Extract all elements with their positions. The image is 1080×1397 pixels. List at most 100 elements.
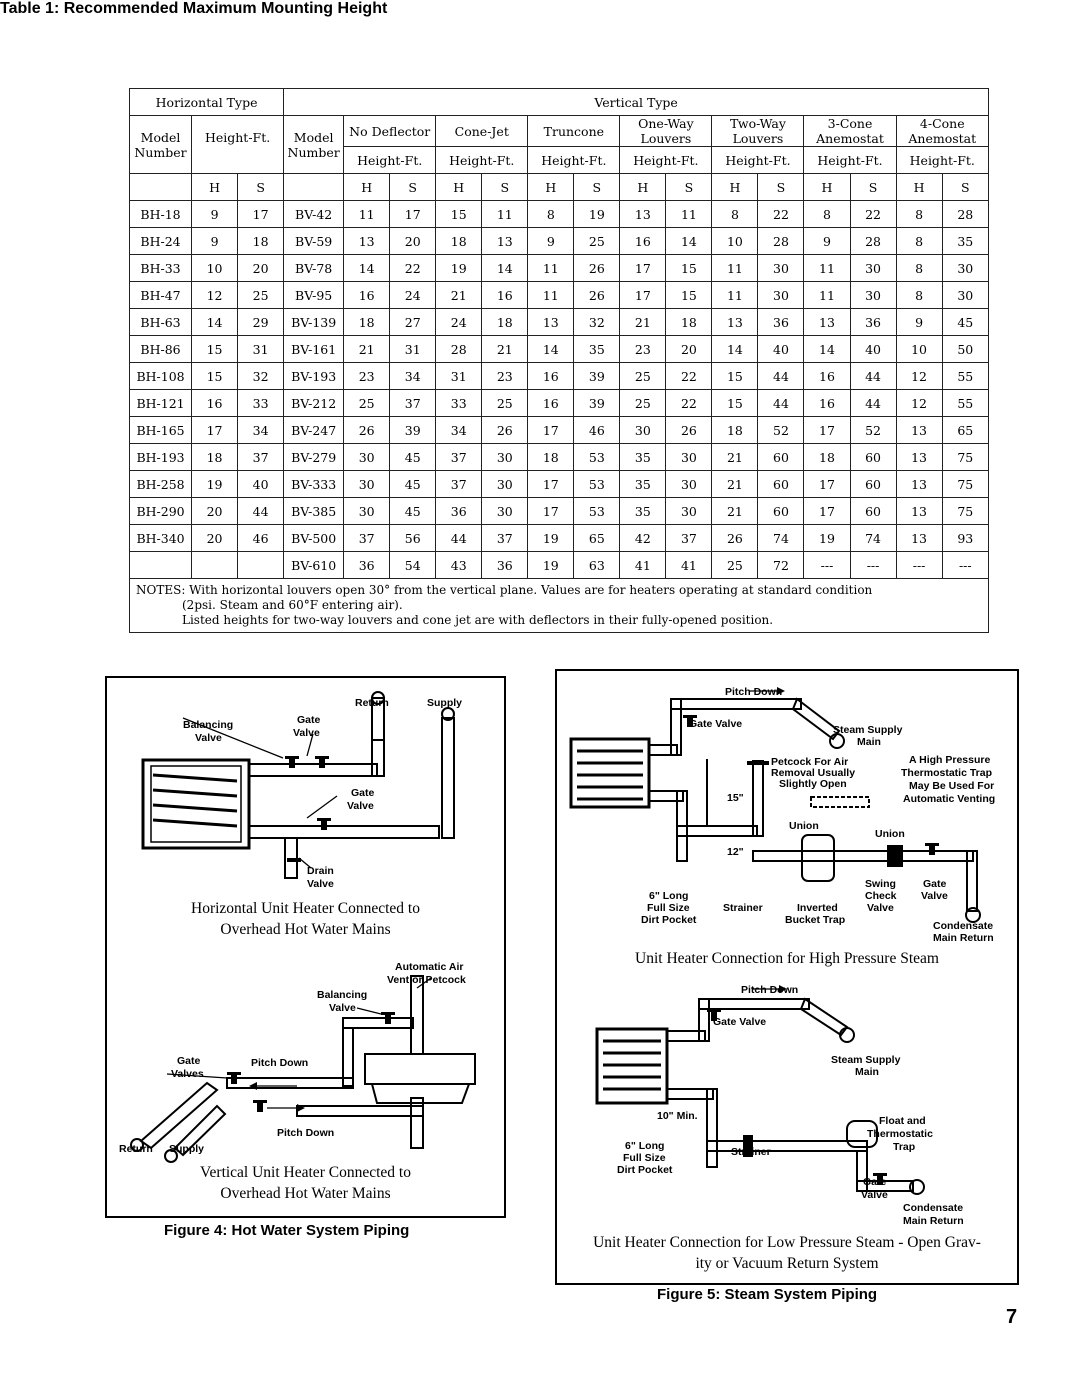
table-cell: 30	[757, 254, 805, 282]
table-cell: 60	[849, 497, 897, 525]
table-cell: 20	[389, 227, 437, 255]
gate2-label: Gate	[351, 787, 375, 799]
steam-main-label: Main	[857, 736, 881, 748]
table-cell: 37	[665, 524, 713, 552]
vertical-caption: Vertical Unit Heater Connected to Overhe…	[200, 1164, 411, 1202]
table-cell: 60	[849, 470, 897, 498]
table-cell: 45	[389, 443, 437, 471]
bucket-trap-label: Inverted	[797, 902, 838, 914]
table-cell: 21	[711, 443, 759, 471]
drain-label: Drain	[307, 865, 334, 877]
pitch-down-label: Pitch Down	[725, 686, 782, 698]
table-cell: 55	[941, 389, 990, 417]
table-cell: 17	[619, 254, 667, 282]
s-header: S	[941, 173, 990, 201]
table-cell: 26	[711, 524, 759, 552]
swing-check-label-2: Check	[865, 890, 897, 902]
table-cell: 17	[619, 281, 667, 309]
table-cell: BV-279	[283, 443, 345, 471]
height-ft-header: Height-Ft.	[803, 146, 897, 174]
table-cell: 37	[237, 443, 285, 471]
strainer-label: Strainer	[723, 902, 763, 914]
table-cell: 75	[941, 497, 990, 525]
table-cell: 35	[573, 335, 621, 363]
h-header: H	[711, 173, 759, 201]
dirt-pocket-label-6: Dirt Pocket	[617, 1164, 673, 1176]
table-cell: 37	[389, 389, 437, 417]
gate-valve-icon	[285, 756, 331, 862]
union-label: Union	[789, 820, 819, 832]
table-cell: 44	[849, 362, 897, 390]
table-cell: 14	[665, 227, 713, 255]
gate2-label-2: Valve	[347, 800, 374, 812]
table-cell: 18	[343, 308, 391, 336]
table-cell: BH-33	[128, 254, 193, 282]
high-pressure-caption: Unit Heater Connection for High Pressure…	[635, 950, 939, 967]
figure4-title: Figure 4: Hot Water System Piping	[164, 1222, 410, 1239]
table-cell: 11	[803, 281, 851, 309]
table-cell: BH-121	[128, 389, 193, 417]
table-cell: BV-95	[283, 281, 345, 309]
table-cell: BV-42	[283, 200, 345, 228]
auto-vent-label: Automatic Air	[395, 961, 463, 973]
table-cell: 34	[237, 416, 285, 444]
condensate-label-2: Main Return	[933, 932, 994, 944]
height-ft-header: Height-Ft.	[527, 146, 621, 174]
table-cell: 60	[757, 443, 805, 471]
table-cell: 13	[895, 470, 943, 498]
table-cell: 18	[803, 443, 851, 471]
supply-label-2: Supply	[169, 1143, 204, 1155]
s-header: S	[849, 173, 897, 201]
table-cell: 30	[343, 497, 391, 525]
table-cell: 25	[237, 281, 285, 309]
table-cell: 23	[481, 362, 529, 390]
table-cell: 30	[665, 497, 713, 525]
s-header: S	[757, 173, 805, 201]
table-cell: 30	[849, 254, 897, 282]
min-label: 10" Min.	[657, 1110, 698, 1122]
table-cell: 9	[191, 200, 239, 228]
table-cell: 44	[849, 389, 897, 417]
table-cell: 29	[237, 308, 285, 336]
table-cell: 44	[435, 524, 483, 552]
table-cell: 32	[573, 308, 621, 336]
table-cell: 27	[389, 308, 437, 336]
table-cell: 17	[389, 200, 437, 228]
table-notes: NOTES: With horizontal louvers open 30° …	[129, 578, 989, 633]
pitch-down-label-2: Pitch Down	[741, 984, 798, 996]
table-cell: 13	[619, 200, 667, 228]
table-cell: 10	[711, 227, 759, 255]
table-cell: 53	[573, 443, 621, 471]
table-cell: 60	[849, 443, 897, 471]
table-cell: 11	[527, 254, 575, 282]
table-cell: 36	[849, 308, 897, 336]
table-cell: 13	[711, 308, 759, 336]
table-cell: 8	[711, 200, 759, 228]
table-cell: BV-161	[283, 335, 345, 363]
table-cell: 30	[941, 281, 990, 309]
table-cell: 14	[711, 335, 759, 363]
s-header: S	[481, 173, 529, 201]
table-cell: 14	[343, 254, 391, 282]
hp-trap-label-3: May Be Used For	[909, 780, 994, 792]
gate-valves-label-2: Valves	[171, 1068, 204, 1080]
table-cell: 34	[435, 416, 483, 444]
table-cell: 16	[803, 362, 851, 390]
table-cell: 14	[527, 335, 575, 363]
table-cell: 13	[343, 227, 391, 255]
table-cell: 14	[803, 335, 851, 363]
table-cell: 17	[803, 416, 851, 444]
table-cell: 17	[527, 416, 575, 444]
table-cell: 26	[573, 281, 621, 309]
table-cell: 23	[343, 362, 391, 390]
table-cell: 30	[665, 443, 713, 471]
table-cell: BH-193	[128, 443, 193, 471]
